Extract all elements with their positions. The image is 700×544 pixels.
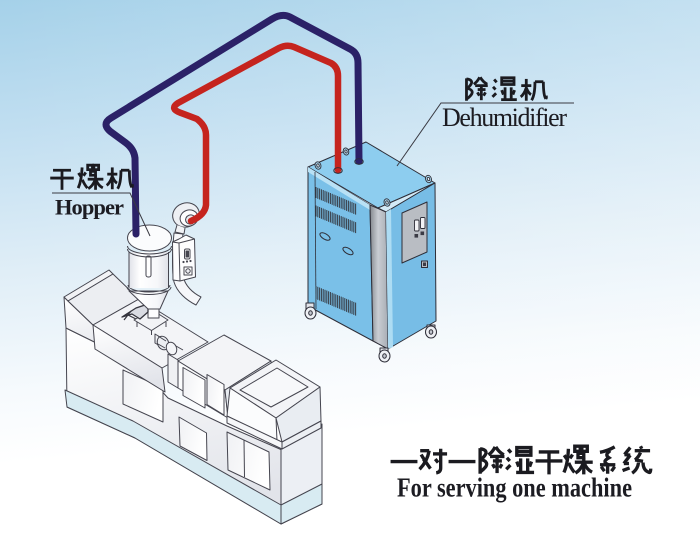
svg-text:For serving one machine: For serving one machine bbox=[397, 472, 632, 503]
svg-text:Dehumidifier: Dehumidifier bbox=[442, 103, 567, 132]
svg-text:Hopper: Hopper bbox=[55, 195, 124, 220]
